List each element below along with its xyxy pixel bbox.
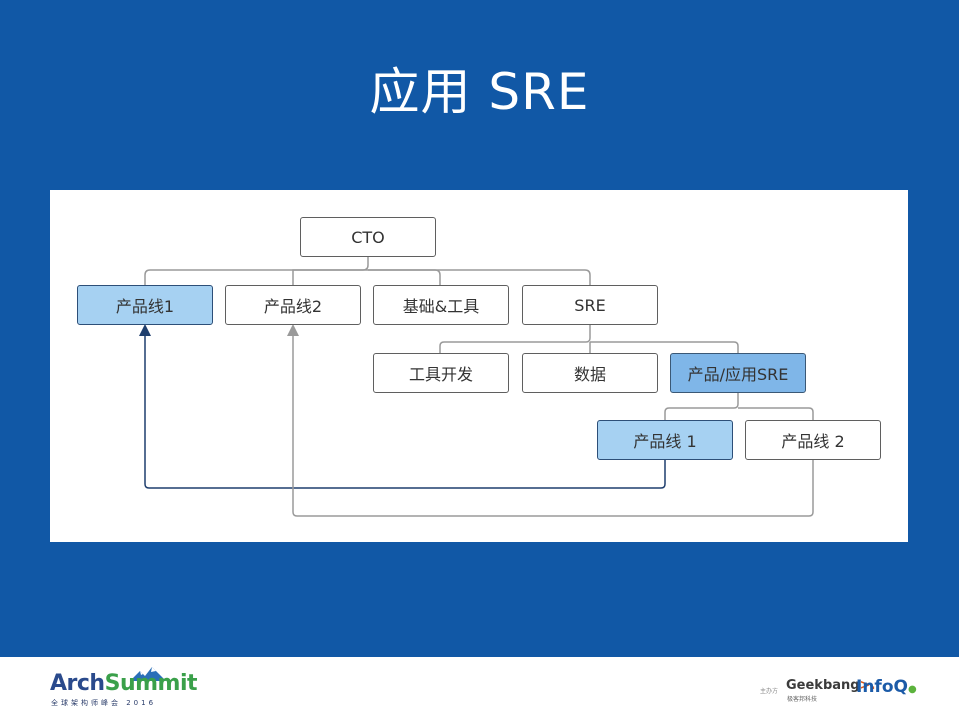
node-product-line-2: 产品线2 [225, 285, 361, 325]
node-sub-product-line-2: 产品线 2 [745, 420, 881, 460]
slide-title: 应用 SRE [369, 63, 590, 121]
sre-connectors [439, 325, 739, 353]
footer: ArchSummit 全球架构师峰会 2016 主办方 Geekbang>. 极… [0, 657, 959, 719]
node-cto: CTO [300, 217, 436, 257]
infoq-logo: InfoQ● [856, 677, 917, 697]
org-chart-diagram: CTO 产品线1 产品线2 基础&工具 SRE 工具开发 数据 产品/应用SRE… [50, 190, 908, 542]
archsummit-logo: ArchSummit 全球架构师峰会 2016 [50, 667, 198, 711]
archsummit-wordmark: ArchSummit [50, 671, 198, 696]
node-infra-tools: 基础&工具 [373, 285, 509, 325]
node-sre: SRE [522, 285, 658, 325]
arrow-to-product-line-1 [139, 324, 666, 489]
cto-connectors [144, 257, 591, 285]
slide-background: 应用 SRE [0, 0, 959, 657]
node-product-app-sre: 产品/应用SRE [670, 353, 806, 393]
organizer-logos: 主办方 Geekbang>. 极客邦科技 InfoQ● [760, 675, 917, 705]
node-data: 数据 [522, 353, 658, 393]
mountain-icon [130, 667, 166, 681]
node-sub-product-line-1: 产品线 1 [597, 420, 733, 460]
node-product-line-1: 产品线1 [77, 285, 213, 325]
geekbang-logo: Geekbang>. [786, 678, 876, 693]
arrow-to-product-line-2 [287, 324, 814, 517]
host-label: 主办方 [760, 688, 779, 695]
node-tool-dev: 工具开发 [373, 353, 509, 393]
app-sre-connectors [664, 393, 814, 420]
connector-lines [139, 257, 814, 517]
geekbang-subtitle: 极客邦科技 [787, 696, 818, 703]
archsummit-subtitle: 全球架构师峰会 2016 [51, 699, 157, 707]
